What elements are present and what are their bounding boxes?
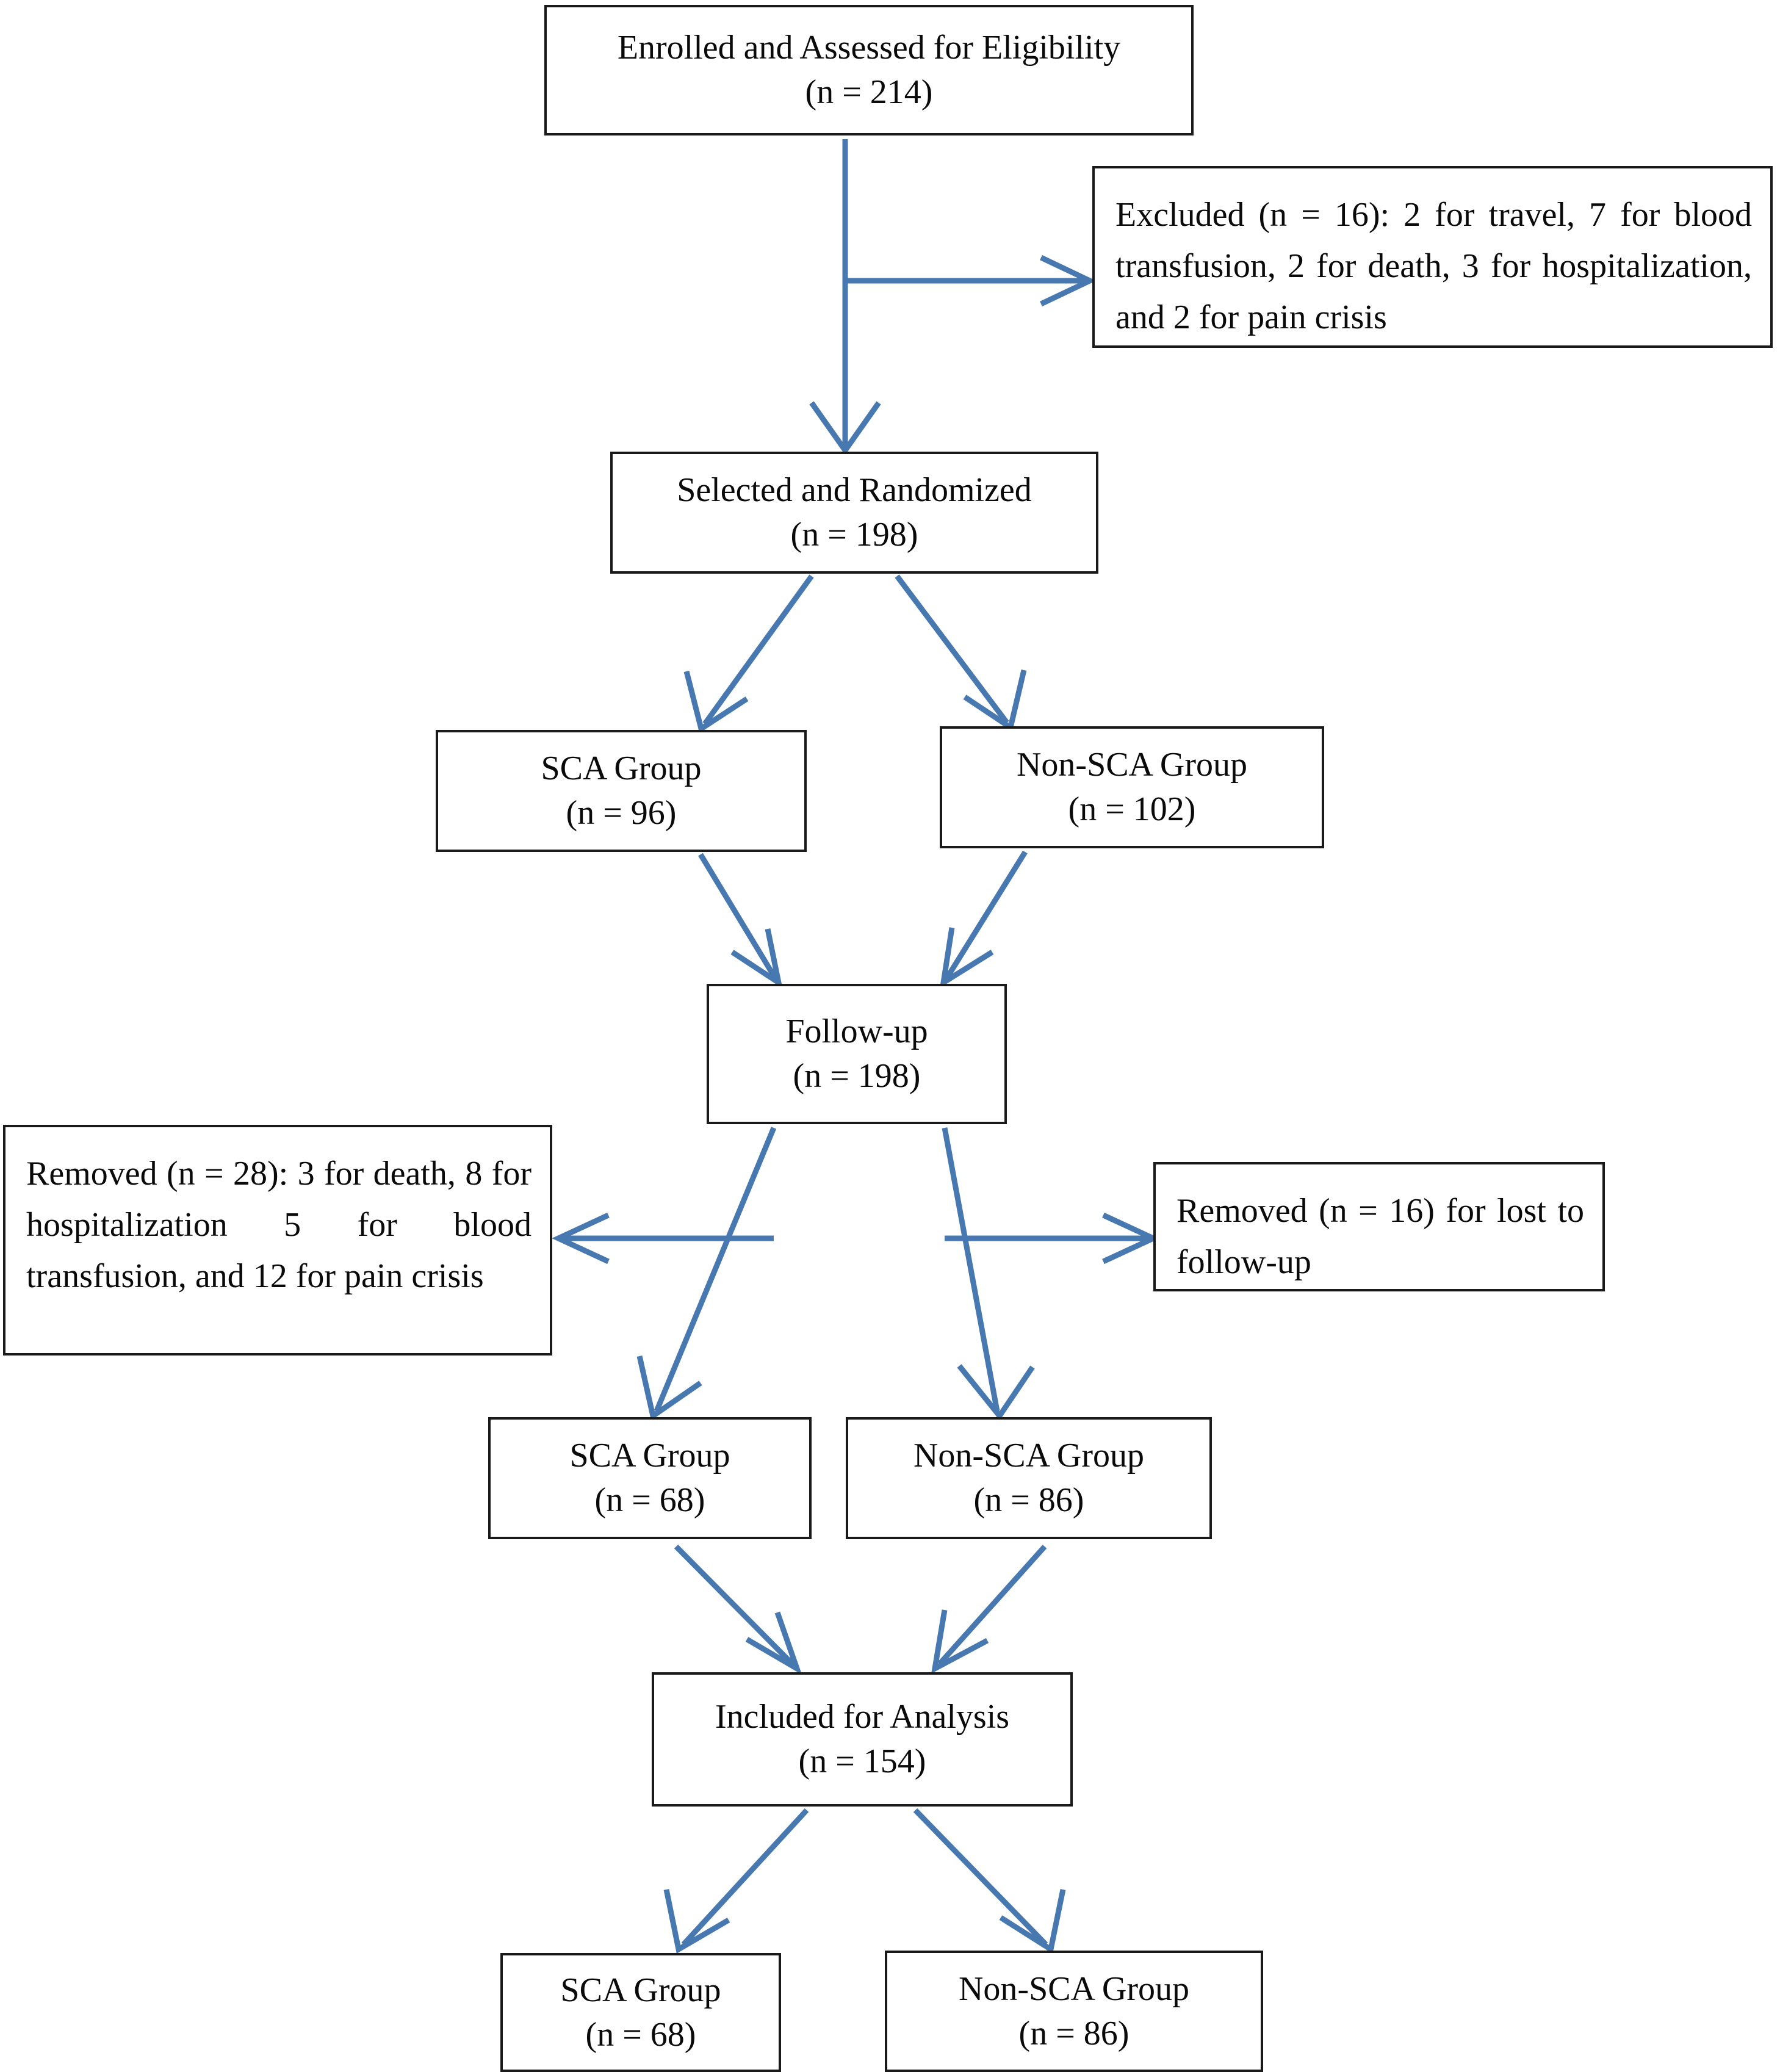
node-enrolled-assessed: Enrolled and Assessed for Eligibility (n… <box>544 5 1194 135</box>
edge-followup-to-nonsca-followed <box>942 1127 1035 1421</box>
node-excluded: Excluded (n = 16): 2 for travel, 7 for b… <box>1092 166 1773 348</box>
edge-followup-to-removed-28 <box>552 1212 774 1265</box>
node-nonsca-group-analyzed: Non-SCA Group (n = 86) <box>885 1951 1263 2072</box>
edge-sca-to-followup <box>698 853 783 989</box>
edge-enrolled-to-randomized <box>809 139 881 455</box>
node-nonsca-analyzed-count: (n = 86) <box>1018 2014 1130 2052</box>
node-removed-16: Removed (n = 16) for lost to follow-up <box>1153 1162 1605 1291</box>
node-nonsca-allocated-label: Non-SCA Group <box>1016 746 1248 784</box>
node-sca-group-allocated: SCA Group (n = 96) <box>436 730 807 852</box>
node-sca-analyzed-label: SCA Group <box>560 1971 721 2009</box>
edge-randomized-to-sca <box>683 574 814 734</box>
node-randomized-label: Selected and Randomized <box>677 471 1032 510</box>
node-nonsca-group-followed: Non-SCA Group (n = 86) <box>846 1417 1212 1539</box>
node-sca-group-followed: SCA Group (n = 68) <box>488 1417 812 1539</box>
node-included-for-analysis: Included for Analysis (n = 154) <box>652 1672 1073 1807</box>
node-enrolled-count: (n = 214) <box>805 73 933 111</box>
edge-nonsca-followed-to-included <box>931 1544 1047 1674</box>
node-removed-28-text: Removed (n = 28): 3 for death, 8 for hos… <box>26 1155 531 1295</box>
edge-included-to-nonsca-analyzed <box>913 1808 1066 1954</box>
node-sca-followed-count: (n = 68) <box>594 1481 705 1519</box>
node-included-label: Included for Analysis <box>715 1698 1010 1736</box>
edge-followup-to-removed-16 <box>945 1212 1160 1265</box>
node-follow-up: Follow-up (n = 198) <box>707 984 1007 1124</box>
node-nonsca-allocated-count: (n = 102) <box>1068 790 1196 828</box>
node-sca-analyzed-count: (n = 68) <box>585 2015 696 2054</box>
node-nonsca-followed-label: Non-SCA Group <box>913 1437 1145 1475</box>
node-sca-allocated-label: SCA Group <box>541 749 702 788</box>
node-removed-28: Removed (n = 28): 3 for death, 8 for hos… <box>3 1125 552 1355</box>
node-nonsca-followed-count: (n = 86) <box>973 1481 1084 1519</box>
node-nonsca-analyzed-label: Non-SCA Group <box>958 1969 1190 2008</box>
edge-enrolled-to-excluded <box>845 254 1097 307</box>
edge-sca-followed-to-included <box>674 1544 802 1675</box>
node-nonsca-group-allocated: Non-SCA Group (n = 102) <box>940 726 1324 848</box>
edge-included-to-sca-analyzed <box>663 1808 809 1954</box>
node-sca-allocated-count: (n = 96) <box>566 794 677 832</box>
node-sca-group-analyzed: SCA Group (n = 68) <box>500 1953 781 2072</box>
node-followup-label: Follow-up <box>785 1013 928 1051</box>
node-removed-16-text: Removed (n = 16) for lost to follow-up <box>1176 1192 1584 1281</box>
edge-nonsca-to-followup <box>940 850 1028 989</box>
node-sca-followed-label: SCA Group <box>569 1437 730 1475</box>
edge-randomized-to-nonsca <box>895 574 1027 732</box>
node-randomized-count: (n = 198) <box>790 516 918 554</box>
node-included-count: (n = 154) <box>798 1742 926 1780</box>
node-excluded-text: Excluded (n = 16): 2 for travel, 7 for b… <box>1115 196 1752 336</box>
node-followup-count: (n = 198) <box>793 1057 921 1095</box>
edge-followup-to-sca-followed <box>636 1127 777 1421</box>
node-enrolled-label: Enrolled and Assessed for Eligibility <box>617 29 1121 67</box>
node-selected-randomized: Selected and Randomized (n = 198) <box>610 452 1098 574</box>
